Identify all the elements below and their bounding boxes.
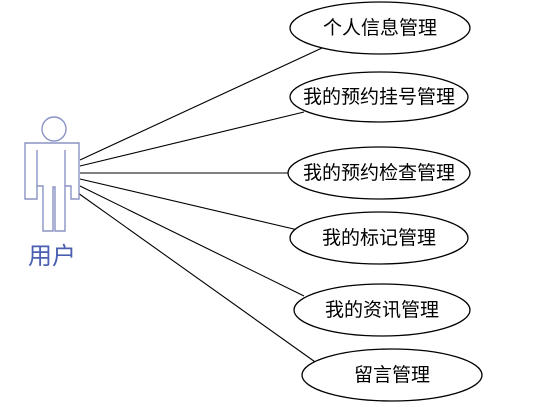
association-message (77, 192, 319, 365)
use-case-ellipse (293, 283, 471, 337)
use-case-ellipse (289, 1, 471, 55)
actor-label: 用户 (28, 242, 76, 270)
use-case-label: 个人信息管理 (323, 17, 437, 39)
use-case-ellipse (289, 211, 469, 265)
actor-head (41, 116, 67, 142)
association-news (79, 185, 305, 297)
use-case-label: 我的资讯管理 (325, 299, 439, 321)
association-appointment-registration (79, 111, 305, 167)
association-personal-info (79, 47, 323, 161)
use-case-news: 我的资讯管理 (293, 283, 471, 337)
use-case-personal-info: 个人信息管理 (289, 1, 471, 55)
use-case-label: 我的预约挂号管理 (303, 86, 455, 108)
use-case-bookmark: 我的标记管理 (289, 211, 469, 265)
actor-body (24, 142, 80, 232)
use-case-appointment-check: 我的预约检查管理 (287, 146, 471, 200)
use-case-label: 我的标记管理 (322, 227, 436, 249)
association-bookmark (79, 178, 299, 231)
use-case-ellipse (287, 146, 471, 200)
use-case-label: 我的预约检查管理 (303, 162, 455, 184)
use-case-ellipse (301, 348, 483, 402)
associations (77, 47, 323, 365)
use-case-message: 留言管理 (301, 348, 483, 402)
use-case-label: 留言管理 (354, 364, 430, 386)
use-case-appointment-registration: 我的预约挂号管理 (289, 71, 469, 123)
use-case-ellipse (289, 71, 469, 123)
actor-figure: 用户 (24, 116, 80, 270)
